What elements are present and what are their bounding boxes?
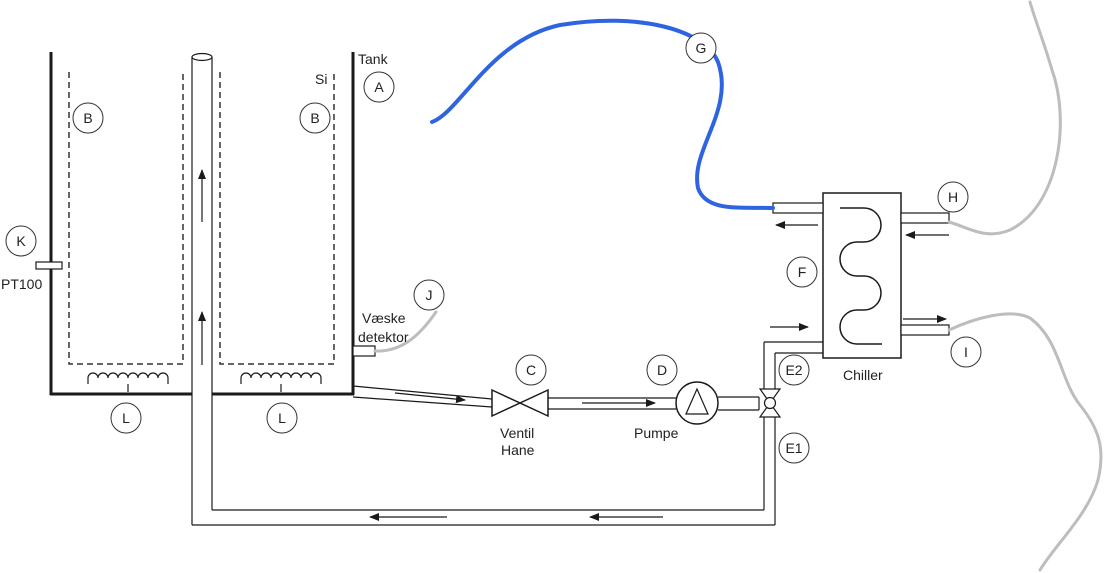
- marker-d: D: [646, 354, 678, 386]
- svg-text:A: A: [374, 79, 384, 95]
- marker-i: I: [950, 336, 982, 368]
- ventil-hane-valve: [491, 388, 549, 418]
- svg-text:K: K: [16, 233, 26, 249]
- svg-text:I: I: [964, 344, 968, 360]
- tank: [35, 52, 376, 525]
- liquid-detector: [352, 345, 376, 357]
- marker-k: K: [5, 225, 37, 257]
- svg-text:E1: E1: [785, 440, 802, 456]
- svg-text:F: F: [798, 264, 807, 280]
- pt100-label: PT100: [1, 276, 42, 292]
- svg-text:E2: E2: [785, 362, 802, 378]
- inner-basket-left: [68, 72, 184, 365]
- chiller-coil: [839, 207, 882, 345]
- chiller-port-h: [900, 212, 950, 224]
- pt100-sensor: [35, 261, 63, 270]
- marker-l-right: L: [266, 402, 298, 434]
- svg-text:G: G: [696, 40, 707, 56]
- svg-text:B: B: [83, 110, 92, 126]
- marker-a: A: [363, 71, 395, 103]
- svg-text:B: B: [310, 110, 319, 126]
- heating-coil-right: [240, 372, 322, 392]
- marker-e2: E2: [778, 354, 810, 386]
- marker-b-right: B: [299, 102, 331, 134]
- marker-c: C: [515, 354, 547, 386]
- si-label: Si: [315, 71, 327, 87]
- piping: [192, 341, 825, 526]
- marker-j: J: [413, 279, 445, 311]
- svg-text:D: D: [657, 362, 667, 378]
- three-way-valve: [758, 388, 782, 418]
- ventil-label: Ventil: [500, 425, 534, 441]
- marker-h: H: [937, 181, 969, 213]
- svg-text:H: H: [948, 189, 958, 205]
- blue-hose-g: [430, 18, 775, 210]
- detektor-label: detektor: [358, 329, 409, 345]
- marker-f: F: [786, 256, 818, 288]
- marker-g: G: [685, 32, 717, 64]
- pump: [675, 381, 719, 425]
- riser-pipe: [191, 52, 213, 525]
- svg-text:L: L: [278, 410, 286, 426]
- grey-hose-j: [373, 310, 438, 353]
- inner-basket-right: [219, 72, 335, 365]
- hane-label: Hane: [501, 442, 535, 458]
- chiller-label: Chiller: [843, 367, 883, 383]
- svg-text:C: C: [526, 362, 536, 378]
- chiller-port-g: [772, 202, 824, 214]
- marker-e1: E1: [778, 432, 810, 464]
- flow-arrows: [369, 221, 949, 521]
- marker-b-left: B: [72, 102, 104, 134]
- vaeske-label: Væske: [362, 310, 406, 326]
- grey-hose-i: [947, 312, 1103, 572]
- tank-label: Tank: [358, 51, 389, 67]
- marker-l-left: L: [110, 402, 142, 434]
- grey-hose-h: [947, 0, 1062, 236]
- svg-text:J: J: [426, 287, 433, 303]
- chiller-port-i: [900, 324, 950, 336]
- pumpe-label: Pumpe: [634, 425, 679, 441]
- svg-text:L: L: [122, 410, 130, 426]
- heating-coil-left: [87, 372, 169, 392]
- chiller: [772, 192, 950, 359]
